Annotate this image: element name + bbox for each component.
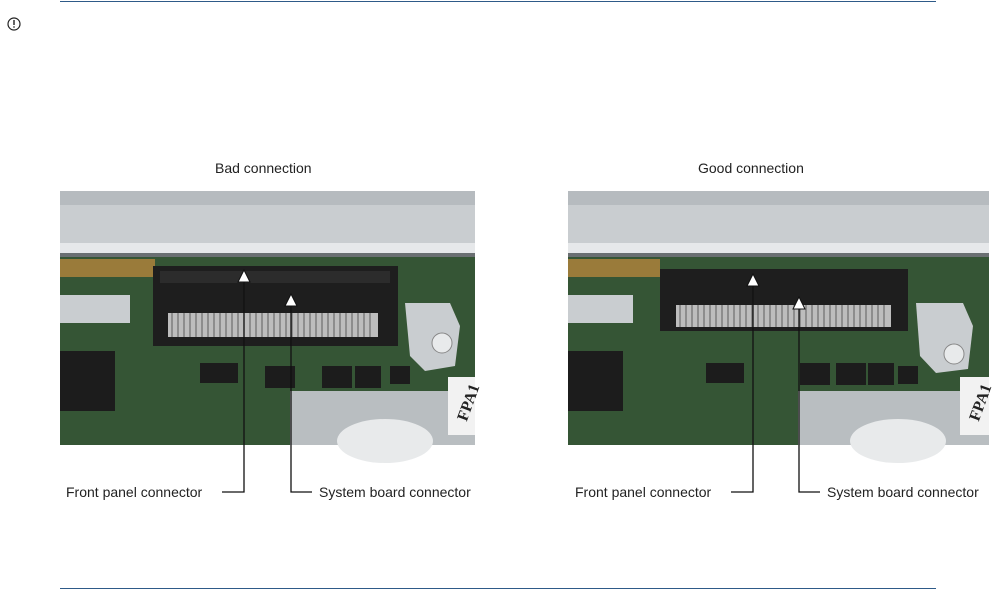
exclamation-circle-icon: [7, 17, 21, 31]
top-rule: [60, 1, 936, 2]
bottom-rule: [60, 588, 936, 589]
connector-pins: [679, 305, 885, 327]
right-front-panel-label: Front panel connector: [575, 484, 712, 500]
good-connection-photo: FPA1: [568, 191, 995, 463]
right-system-board-label: System board connector: [827, 484, 979, 500]
bad-connection-caption: Bad connection: [215, 160, 312, 176]
left-front-panel-label: Front panel connector: [66, 484, 203, 500]
bad-connection-photo: FPA1: [60, 191, 483, 463]
left-system-board-label: System board connector: [319, 484, 471, 500]
good-connection-caption: Good connection: [698, 160, 804, 176]
